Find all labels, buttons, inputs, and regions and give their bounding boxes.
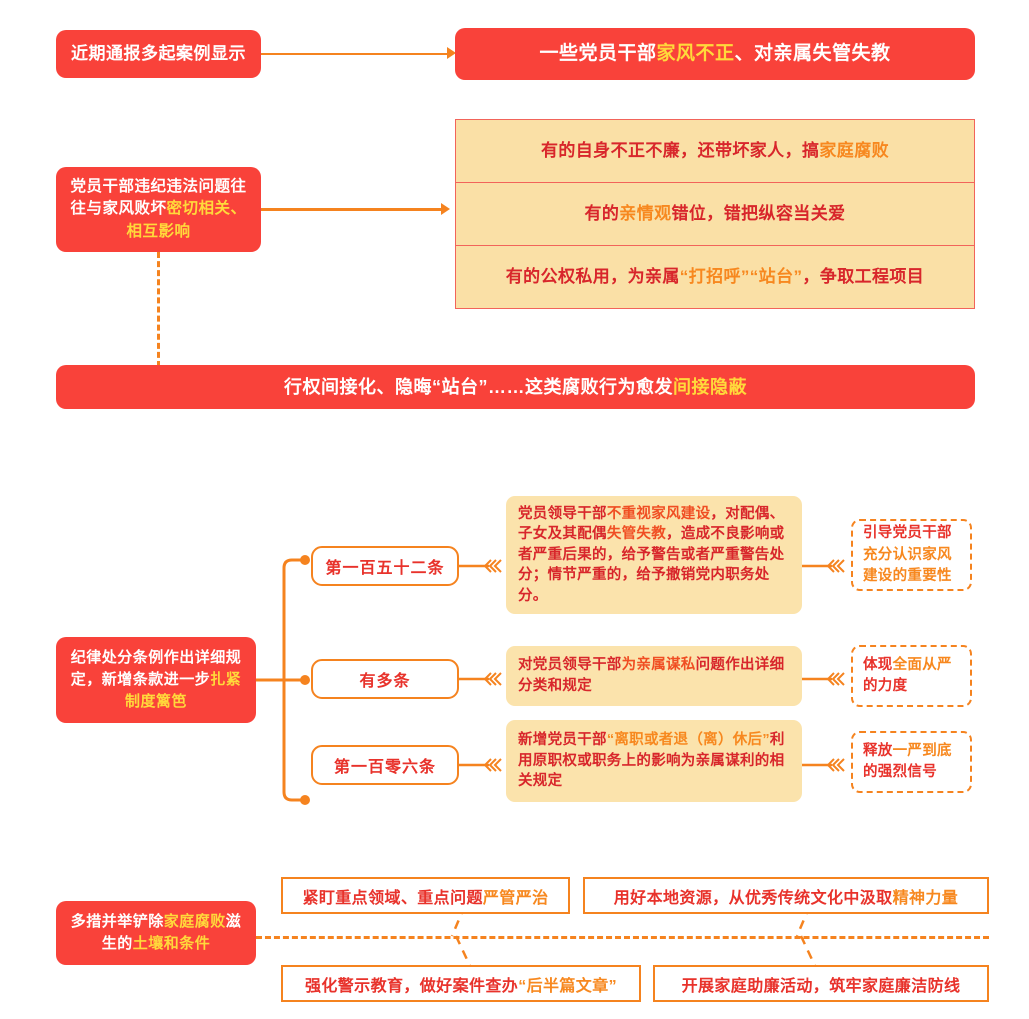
measure4-part1: 开展家庭助廉活动，筑牢家庭廉洁防线 (681, 977, 961, 995)
measures-box: 多措并举铲除家庭腐败滋生的土壤和条件 (56, 901, 256, 965)
trend-banner-highlight: 间接隐蔽 (673, 376, 747, 397)
regulation-box: 纪律处分条例作出详细规定，新增条款进一步扎紧制度篱笆 (56, 637, 256, 723)
article-content-2: 对党员领导干部为亲属谋私问题作出详细分类和规定 (506, 646, 802, 706)
connector-cause-to-items (261, 208, 447, 211)
item2-highlight: 亲情观 (619, 204, 672, 224)
cause-box-part1: 党员干部违纪违法问题往往与家风败坏 (70, 177, 247, 218)
outcome-box-3: 释放一严到底的强烈信号 (851, 731, 972, 793)
regulation-box-part1: 纪律处分条例作出详细规定，新增条款进一步 (70, 649, 242, 689)
connector-cause-to-banner (157, 252, 160, 367)
headline-highlight: 家风不正 (656, 43, 735, 65)
article-label-2[interactable]: 有多条 (311, 659, 459, 699)
outcome-box-1: 引导党员干部充分认识家风建设的重要性 (851, 519, 972, 591)
headline-part2: 、对亲属失管失教 (734, 43, 891, 65)
measure1-highlight: 严管严治 (482, 889, 549, 907)
item1-part1: 有的自身不正不廉，还带坏家人，搞 (540, 141, 820, 161)
measure2-part1: 用好本地资源，从优秀传统文化中汲取 (613, 889, 893, 907)
content1-h2: 失管失教 (606, 526, 667, 543)
outcome3-p2: 的强烈信号 (863, 764, 937, 780)
arrow-head-icon (441, 202, 450, 215)
article-label-3[interactable]: 第一百零六条 (311, 745, 459, 785)
outcome3-p1: 释放 (863, 742, 893, 759)
measure3-part1: 强化警示教育，做好案件查办 (304, 977, 519, 995)
connector-article2-to-content (459, 672, 502, 686)
item3-part2: ，争取工程项目 (802, 267, 925, 287)
measure1-part1: 紧盯重点领域、重点问题 (302, 889, 483, 907)
item3-part1: 有的公权私用，为亲属 (505, 267, 680, 287)
cause-box-highlight: 密切相关、相互影响 (126, 200, 247, 240)
content1-p2: ，对配偶、子女及其配偶 (518, 505, 785, 543)
article-label-1-text: 第一百五十二条 (325, 560, 445, 577)
manifestation-item-1: 有的自身不正不廉，还带坏家人，搞家庭腐败 (455, 119, 975, 183)
manifestation-item-3: 有的公权私用，为亲属“打招呼”“站台”，争取工程项目 (455, 245, 975, 309)
connector-content3-to-outcome (802, 758, 845, 772)
item3-highlight: “打招呼”“站台” (679, 267, 803, 287)
item2-part1: 有的 (584, 204, 620, 224)
measures-box-p1: 多措并举铲除 (70, 913, 164, 931)
source-box-label: 近期通报多起案例显示 (71, 43, 246, 63)
measure-box-2: 用好本地资源，从优秀传统文化中汲取精神力量 (583, 877, 989, 914)
measure-box-4: 开展家庭助廉活动，筑牢家庭廉洁防线 (653, 965, 989, 1002)
article-label-2-text: 有多条 (359, 673, 411, 690)
connector-article1-to-content (459, 559, 502, 573)
connector-content1-to-outcome (802, 559, 845, 573)
content1-p1: 党员领导干部 (518, 505, 607, 522)
article-label-3-text: 第一百零六条 (333, 759, 436, 776)
cause-box: 党员干部违纪违法问题往往与家风败坏密切相关、相互影响 (56, 167, 261, 252)
connector-content2-to-outcome (802, 672, 845, 686)
content3-p2: 利用原职权或职务上的影响为亲属谋利的相关规定 (518, 732, 785, 790)
content1-p3: ，造成不良影响或者严重后果的，给予警告或者严重警告处分；情节严重的，给予撤销党内… (518, 526, 785, 604)
item2-part2: 错位，错把纵容当关爱 (671, 204, 846, 224)
outcome1-h1: 充分认识家风建设的重要性 (863, 546, 952, 584)
article-label-1[interactable]: 第一百五十二条 (311, 546, 459, 586)
outcome2-p1: 体现 (863, 656, 893, 673)
outcome2-p2: 的力度 (863, 678, 908, 694)
headline-part1: 一些党员干部 (539, 43, 657, 65)
arrow-head-icon (447, 47, 456, 59)
measures-box-h1: 家庭腐败 (163, 913, 226, 931)
trend-banner: 行权间接化、隐晦“站台”……这类腐败行为愈发间接隐蔽 (56, 365, 975, 409)
content3-h1: “离职或者退（离）休后” (606, 732, 770, 749)
measure-box-3: 强化警示教育，做好案件查办“后半篇文章” (281, 965, 641, 1002)
outcome-box-2: 体现全面从严的力度 (851, 645, 972, 707)
article-content-1: 党员领导干部不重视家风建设，对配偶、子女及其配偶失管失教，造成不良影响或者严重后… (506, 496, 802, 614)
regulation-box-highlight: 扎紧制度篱笆 (124, 671, 242, 710)
content2-p1: 对党员领导干部 (518, 657, 622, 674)
measure3-highlight: “后半篇文章” (518, 977, 617, 995)
manifestation-item-2: 有的亲情观错位，错把纵容当关爱 (455, 182, 975, 246)
fishbone-spine (256, 936, 989, 939)
headline-banner: 一些党员干部家风不正、对亲属失管失教 (455, 28, 975, 80)
source-box: 近期通报多起案例显示 (56, 30, 261, 78)
outcome2-h1: 全面从严 (892, 656, 952, 673)
content2-h1: 为亲属谋私 (621, 657, 696, 674)
content3-p1: 新增党员干部 (518, 732, 607, 749)
content1-h1: 不重视家风建设 (606, 505, 711, 522)
outcome3-h1: 一严到底 (892, 742, 952, 759)
trend-banner-part1: 行权间接化、隐晦“站台”……这类腐败行为愈发 (284, 376, 673, 397)
measures-box-p2: 滋生的 (101, 913, 242, 952)
item1-highlight: 家庭腐败 (819, 141, 889, 161)
connector-article3-to-content (459, 758, 502, 772)
measure2-highlight: 精神力量 (892, 889, 959, 907)
connector-source-to-headline (261, 52, 453, 55)
measures-box-h2: 土壤和条件 (132, 935, 211, 952)
article-content-3: 新增党员干部“离职或者退（离）休后”利用原职权或职务上的影响为亲属谋利的相关规定 (506, 720, 802, 802)
measure-box-1: 紧盯重点领域、重点问题严管严治 (281, 877, 570, 914)
outcome1-p1: 引导党员干部 (863, 525, 952, 542)
content2-p2: 问题作出详细分类和规定 (518, 657, 785, 694)
